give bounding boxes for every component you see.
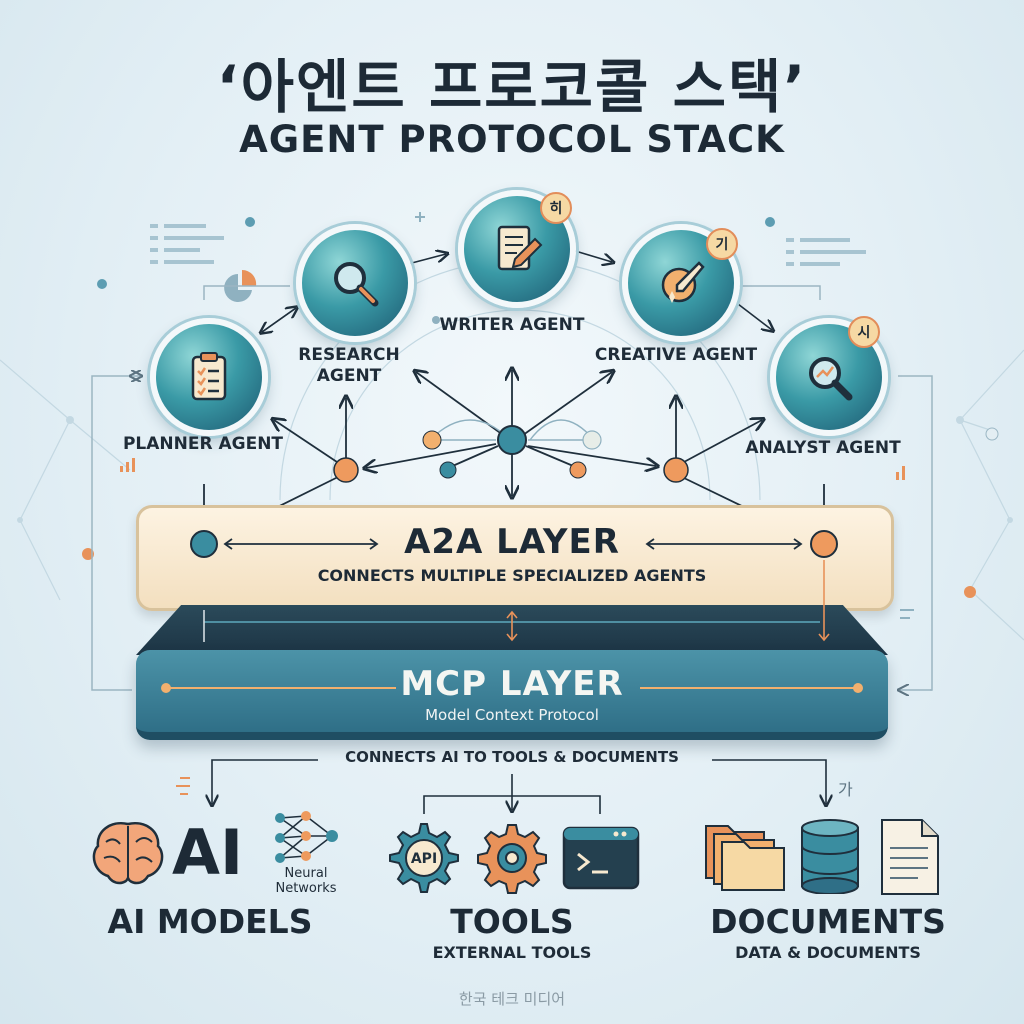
creative-agent-label: CREATIVE AGENT xyxy=(594,345,758,365)
tools-title: TOOLS xyxy=(450,902,574,941)
analyst-badge: 시 xyxy=(848,316,880,348)
terminal-icon xyxy=(562,826,640,890)
a2a-layer-title: A2A LAYER xyxy=(404,522,620,562)
title-english: AGENT PROTOCOL STACK xyxy=(239,118,785,161)
clipboard-checklist-icon xyxy=(191,352,227,401)
gear-icon xyxy=(477,824,547,894)
api-label: API xyxy=(411,851,437,867)
tools-subtitle: EXTERNAL TOOLS xyxy=(432,943,592,962)
mcp-layer-panel xyxy=(136,650,888,740)
file-icon xyxy=(881,819,939,895)
document-pen-icon xyxy=(497,225,543,271)
neural-networks-label: Neural Networks xyxy=(275,866,337,896)
mcp-layer-subtitle: Model Context Protocol xyxy=(425,706,599,724)
writer-agent-label: WRITER AGENT xyxy=(439,315,585,335)
planner-agent-circle[interactable] xyxy=(150,318,268,436)
magnifier-chart-icon xyxy=(809,357,853,401)
research-agent-circle[interactable] xyxy=(296,224,414,342)
database-icon xyxy=(801,819,859,894)
footer-label: 한국 테크 미디어 xyxy=(458,990,566,1008)
research-agent-label: RESEARCH AGENT xyxy=(298,345,400,386)
folders-icon xyxy=(705,825,785,891)
planner-agent-label: PLANNER AGENT xyxy=(122,434,284,454)
writer-badge: 히 xyxy=(540,192,572,224)
a2a-layer-panel xyxy=(136,505,894,611)
corner-mark: 가 xyxy=(838,780,853,799)
paintbrush-icon xyxy=(661,261,705,303)
title-korean: ‘아엔트 프로코콜 스택’ xyxy=(216,53,808,121)
documents-title: DOCUMENTS xyxy=(710,902,946,941)
documents-subtitle: DATA & DOCUMENTS xyxy=(735,943,921,962)
analyst-agent-label: ANALYST AGENT xyxy=(745,438,901,458)
neural-network-icon xyxy=(275,811,338,863)
connects-label: CONNECTS AI TO TOOLS & DOCUMENTS xyxy=(345,748,679,766)
ai-big-text: AI xyxy=(172,816,244,889)
brain-icon xyxy=(92,821,164,885)
magnifier-icon xyxy=(334,262,379,307)
a2a-layer-subtitle: CONNECTS MULTIPLE SPECIALIZED AGENTS xyxy=(317,566,707,585)
api-gear-icon: API xyxy=(389,823,459,893)
mcp-layer-title: MCP LAYER xyxy=(400,664,624,704)
creative-badge: 기 xyxy=(706,228,738,260)
ai-models-title: AI MODELS xyxy=(107,902,313,941)
